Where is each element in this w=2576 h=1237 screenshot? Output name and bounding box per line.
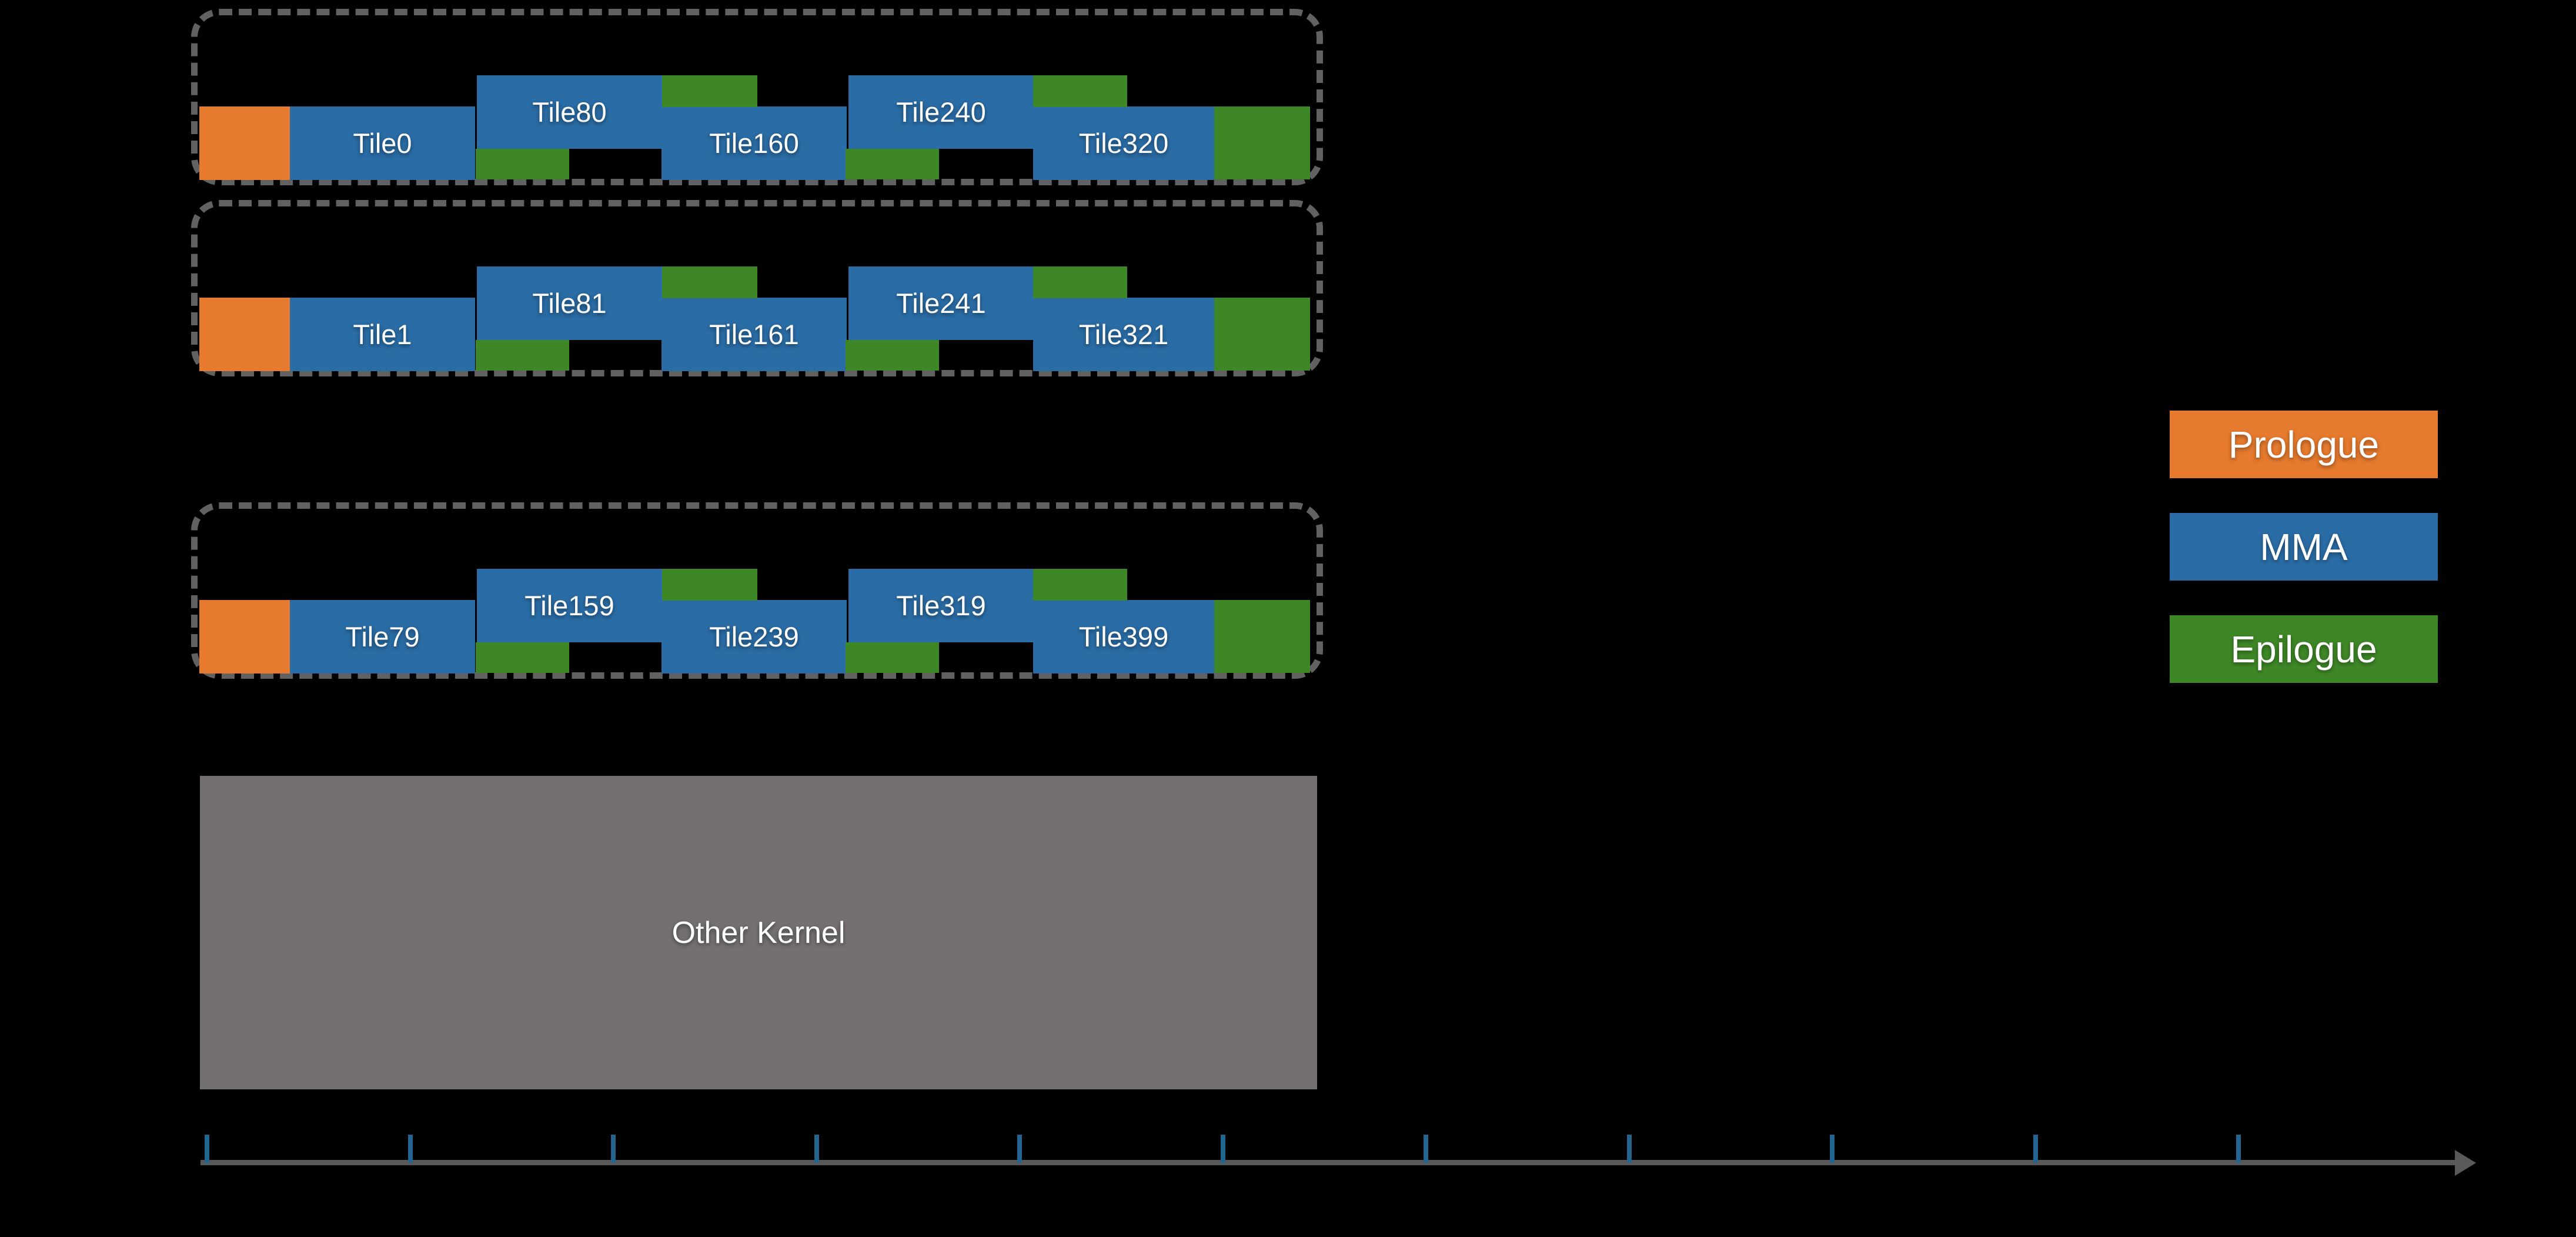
mma-block: Tile0 — [290, 106, 475, 180]
tile-label: Tile160 — [709, 128, 799, 159]
time-axis-tick — [1017, 1135, 1022, 1163]
time-axis-tick — [1424, 1135, 1428, 1163]
legend-item-mma: MMA — [2170, 513, 2438, 581]
tile-label: Tile80 — [532, 96, 607, 128]
prologue-block — [199, 106, 290, 180]
epilogue-block — [1033, 75, 1127, 107]
time-axis-line — [201, 1160, 2455, 1165]
mma-block: Tile321 — [1033, 298, 1214, 371]
time-axis-tick — [814, 1135, 819, 1163]
epilogue-block — [1214, 298, 1310, 371]
mma-block: Tile160 — [661, 106, 847, 180]
time-axis-tick — [205, 1135, 209, 1163]
tile-label: Tile81 — [532, 288, 607, 319]
epilogue-block — [1214, 106, 1310, 179]
tile-label: Tile241 — [896, 288, 986, 319]
sm-row-0-box — [191, 9, 1323, 185]
other-kernel-label: Other Kernel — [671, 915, 846, 950]
epilogue-block — [662, 75, 757, 107]
mma-block: Tile79 — [290, 600, 475, 673]
tile-label: Tile319 — [896, 590, 986, 621]
mma-block: Tile320 — [1033, 106, 1214, 180]
mma-block: Tile81 — [477, 266, 662, 340]
time-axis-tick — [1830, 1135, 1835, 1163]
mma-block: Tile1 — [290, 298, 475, 371]
legend-label: Prologue — [2228, 423, 2380, 466]
legend-item-epilogue: Epilogue — [2170, 615, 2438, 683]
mma-block: Tile240 — [848, 75, 1034, 149]
tile-label: Tile399 — [1078, 621, 1169, 652]
prologue-block — [199, 600, 290, 673]
tile-label: Tile321 — [1078, 319, 1169, 350]
time-axis-tick — [408, 1135, 413, 1163]
tile-label: Tile320 — [1078, 128, 1169, 159]
time-axis-tick — [1627, 1135, 1632, 1163]
epilogue-block — [662, 569, 757, 601]
tile-label: Tile79 — [345, 621, 420, 652]
prologue-block — [199, 298, 290, 371]
mma-block: Tile159 — [477, 569, 662, 642]
epilogue-block — [1214, 600, 1310, 673]
mma-block: Tile241 — [848, 266, 1034, 340]
epilogue-block — [846, 642, 939, 673]
epilogue-block — [1033, 569, 1127, 601]
tile-label: Tile239 — [709, 621, 799, 652]
tile-label: Tile161 — [709, 319, 799, 350]
mma-block: Tile399 — [1033, 600, 1214, 673]
time-axis-tick — [2033, 1135, 2038, 1163]
mma-block: Tile161 — [661, 298, 847, 371]
sm-row-2-box — [191, 502, 1323, 679]
legend-label: Epilogue — [2230, 628, 2377, 671]
mma-block: Tile319 — [848, 569, 1034, 642]
epilogue-block — [846, 149, 939, 179]
epilogue-block — [476, 149, 569, 179]
epilogue-block — [476, 340, 569, 371]
sm-row-1-box — [191, 200, 1323, 376]
time-axis-arrowhead — [2455, 1149, 2476, 1176]
tile-label: Tile0 — [353, 128, 412, 159]
epilogue-block — [1033, 266, 1127, 298]
time-axis-tick — [611, 1135, 616, 1163]
epilogue-block — [476, 642, 569, 673]
tile-label: Tile240 — [896, 96, 986, 128]
legend-item-prologue: Prologue — [2170, 411, 2438, 478]
legend-label: MMA — [2260, 525, 2348, 568]
time-axis-tick — [1221, 1135, 1225, 1163]
epilogue-block — [662, 266, 757, 298]
time-axis-tick — [2236, 1135, 2241, 1163]
tile-label: Tile1 — [353, 319, 412, 350]
tile-label: Tile159 — [524, 590, 614, 621]
other-kernel-block: Other Kernel — [200, 776, 1317, 1089]
mma-block: Tile80 — [477, 75, 662, 149]
epilogue-block — [846, 340, 939, 371]
mma-block: Tile239 — [661, 600, 847, 673]
